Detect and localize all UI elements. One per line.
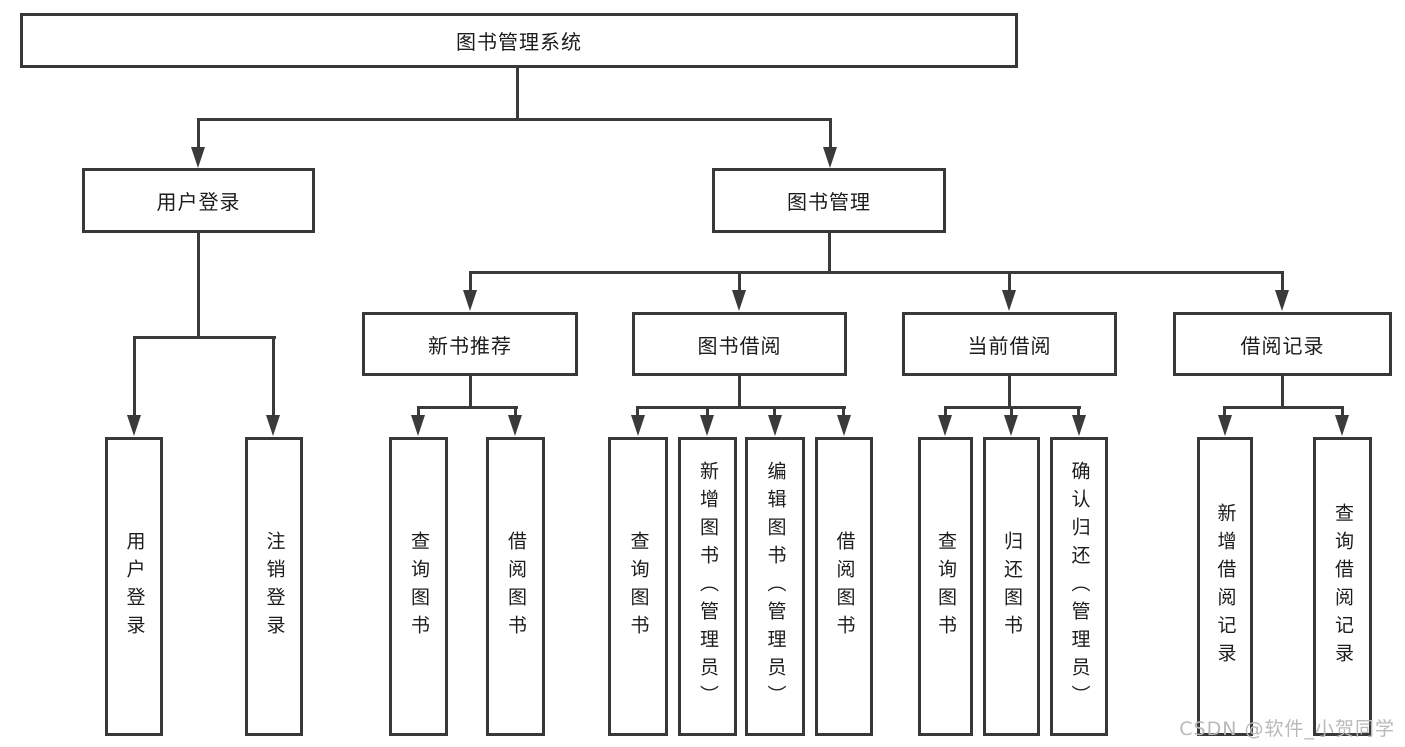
connector-line <box>197 233 200 336</box>
node-borrow-records: 借阅记录 <box>1173 312 1392 376</box>
connector-line <box>1281 271 1284 292</box>
arrow-down-icon <box>1335 415 1349 436</box>
arrow-down-icon <box>1218 415 1232 436</box>
node-label: 新增借阅记录 <box>1214 502 1237 671</box>
connector-line <box>133 336 136 415</box>
arrow-down-icon <box>631 415 645 436</box>
node-label: 图书借阅 <box>697 333 782 358</box>
connector-line <box>272 336 275 415</box>
connector-line <box>1341 406 1344 416</box>
connector-line <box>469 271 1284 274</box>
arrow-down-icon <box>508 415 522 436</box>
leaf-add-book-admin: 新增图书（管理员） <box>678 437 737 736</box>
node-label: 注销登录 <box>263 530 286 643</box>
leaf-return-book: 归还图书 <box>983 437 1040 736</box>
connector-line <box>828 233 831 271</box>
leaf-edit-book-admin: 编辑图书（管理员） <box>745 437 805 736</box>
leaf-borrow-books: 借阅图书 <box>815 437 873 736</box>
node-label: 用户登录 <box>156 190 241 214</box>
connector-line <box>636 406 639 416</box>
connector-line <box>1008 376 1011 406</box>
leaf-query-books-borrow: 查询图书 <box>608 437 668 736</box>
connector-line <box>197 118 200 150</box>
node-book-manage: 图书管理 <box>712 168 946 233</box>
node-root-library-system: 图书管理系统 <box>20 13 1018 68</box>
arrow-down-icon <box>266 415 280 436</box>
connector-line <box>1008 271 1011 292</box>
leaf-user-login: 用户登录 <box>105 437 163 736</box>
arrow-down-icon <box>938 415 952 436</box>
node-label: 编辑图书（管理员） <box>764 460 787 713</box>
node-label: 借阅图书 <box>505 530 527 643</box>
connector-line <box>1077 406 1080 416</box>
connector-line <box>516 68 519 118</box>
leaf-query-books-current: 查询图书 <box>918 437 973 736</box>
arrow-down-icon <box>1275 290 1289 311</box>
node-book-borrow: 图书借阅 <box>632 312 847 376</box>
connector-line <box>773 406 776 416</box>
leaf-borrow-books-recommend: 借阅图书 <box>486 437 545 736</box>
node-user-login: 用户登录 <box>82 168 315 233</box>
connector-line <box>637 406 846 409</box>
node-label: 图书管理系统 <box>456 30 582 54</box>
connector-line <box>197 118 832 121</box>
arrow-down-icon <box>768 415 782 436</box>
node-label: 查询图书 <box>935 530 957 643</box>
node-label: 确认归还（管理员） <box>1068 460 1091 713</box>
leaf-logout: 注销登录 <box>245 437 303 736</box>
connector-line <box>706 406 709 416</box>
node-new-book-recommend: 新书推荐 <box>362 312 578 376</box>
node-label: 图书管理 <box>787 190 871 214</box>
arrow-down-icon <box>732 290 746 311</box>
node-label: 查询借阅记录 <box>1332 502 1354 671</box>
arrow-down-icon <box>823 147 837 168</box>
arrow-down-icon <box>1072 415 1086 436</box>
connector-line <box>1224 406 1344 409</box>
node-label: 新增图书（管理员） <box>697 460 719 713</box>
csdn-watermark: CSDN @软件_小贺同学 <box>1179 718 1395 740</box>
node-label: 借阅图书 <box>833 530 856 643</box>
node-label: 借阅记录 <box>1240 333 1325 358</box>
leaf-confirm-return-admin: 确认归还（管理员） <box>1050 437 1108 736</box>
arrow-down-icon <box>127 415 141 436</box>
connector-line <box>469 271 472 292</box>
connector-line <box>738 271 741 292</box>
leaf-query-books-recommend: 查询图书 <box>389 437 448 736</box>
connector-line <box>738 376 741 406</box>
connector-line <box>133 336 276 339</box>
leaf-add-borrow-record: 新增借阅记录 <box>1197 437 1253 736</box>
connector-line <box>944 406 947 416</box>
connector-line <box>842 406 845 416</box>
connector-line <box>514 406 517 416</box>
node-label: 查询图书 <box>408 530 430 643</box>
node-label: 当前借阅 <box>967 333 1052 358</box>
connector-line <box>829 118 832 150</box>
connector-line <box>469 376 472 406</box>
arrow-down-icon <box>1004 415 1018 436</box>
node-label: 归还图书 <box>1001 530 1023 643</box>
node-label: 新书推荐 <box>428 333 512 358</box>
node-label: 用户登录 <box>123 530 146 643</box>
connector-line <box>417 406 420 416</box>
arrow-down-icon <box>1002 290 1016 311</box>
arrow-down-icon <box>411 415 425 436</box>
connector-line <box>1223 406 1226 416</box>
node-label: 查询图书 <box>627 530 650 643</box>
arrow-down-icon <box>463 290 477 311</box>
connector-line <box>417 406 518 409</box>
connector-line <box>1010 406 1013 416</box>
leaf-query-borrow-record: 查询借阅记录 <box>1313 437 1372 736</box>
arrow-down-icon <box>837 415 851 436</box>
arrow-down-icon <box>700 415 714 436</box>
arrow-down-icon <box>191 147 205 168</box>
connector-line <box>1281 376 1284 406</box>
node-current-borrow: 当前借阅 <box>902 312 1117 376</box>
